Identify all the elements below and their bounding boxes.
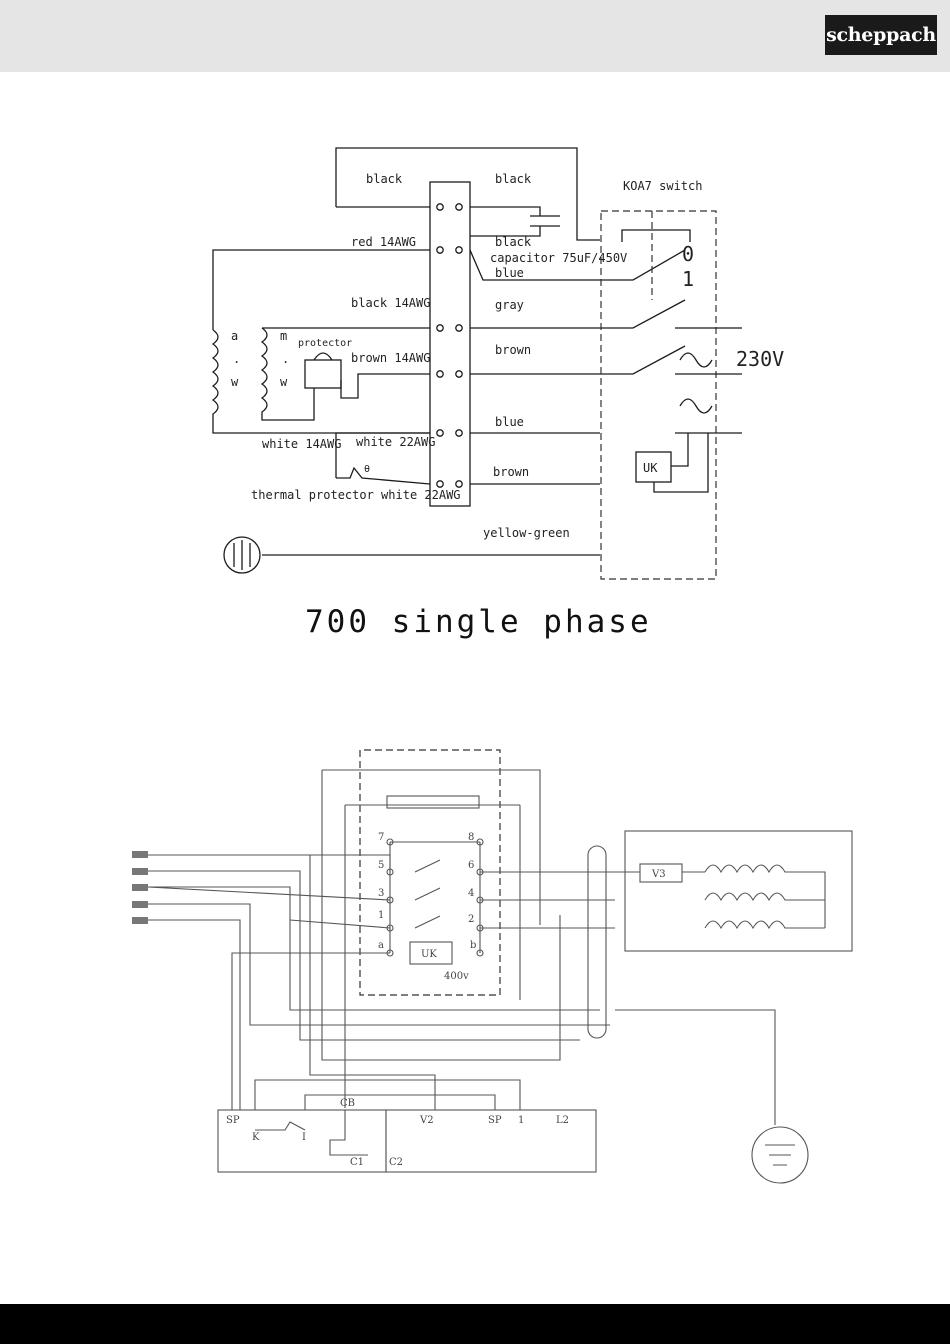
thermal-protector: [336, 468, 430, 484]
term-5: 5: [378, 860, 384, 871]
contact-blades: [415, 860, 440, 928]
label-voltage: 230V: [736, 347, 784, 371]
wire-brown-14awg: [341, 374, 430, 398]
label-winding-aux-dot: .: [282, 352, 289, 366]
label-white-22awg: white 22AWG: [356, 435, 435, 449]
label-v2: V2: [419, 1115, 434, 1126]
ac-symbol-1: [680, 353, 712, 367]
label-400v: 400v: [444, 971, 469, 982]
term-7: 7: [378, 832, 384, 843]
switch-actuator: [622, 230, 690, 242]
label-blue: blue: [495, 415, 524, 429]
term-a: a: [378, 940, 384, 951]
motor-feed-wires: [480, 872, 775, 1125]
label-red-14awg: red 14AWG: [351, 235, 416, 249]
koa7-switch-box: [601, 211, 716, 579]
capacitor-symbol: [530, 216, 560, 226]
terminal-screws: [437, 204, 462, 487]
label-koa7-switch: KOA7 switch: [623, 179, 702, 193]
label-l2: L2: [556, 1115, 569, 1126]
protector-dome: [314, 353, 332, 360]
label-uk-relay: UK: [643, 461, 658, 475]
label-brown: brown: [493, 465, 529, 479]
label-white-14awg: white 14AWG: [262, 437, 341, 451]
outer-loop: [322, 770, 560, 1060]
term-1: 1: [378, 910, 384, 921]
label-winding-w: w: [231, 375, 239, 389]
label-winding-aux-w: w: [280, 375, 288, 389]
k-contact: [255, 1122, 305, 1130]
wire-red-14awg: [213, 250, 430, 330]
label-c1: C1: [350, 1157, 364, 1168]
label-1: 1: [518, 1115, 524, 1126]
label-capacitor: capacitor 75uF/450V: [490, 251, 627, 265]
wire-black-loop: [336, 148, 600, 240]
protector-box: [305, 360, 341, 388]
label-black-right: black: [495, 172, 532, 186]
label-protector: protector: [298, 338, 352, 349]
term-4: 4: [468, 888, 474, 899]
term-2: 2: [468, 914, 474, 925]
diagram-three-phase: 7 5 3 1 a 8 6 4 2 b UK 400v V3 SP K I CB…: [132, 750, 852, 1183]
label-brown-switch: brown: [495, 343, 531, 357]
label-k: K: [252, 1132, 260, 1143]
label-winding-m: m: [280, 329, 287, 343]
label-i: I: [302, 1132, 306, 1143]
switch-input-wires: [148, 855, 390, 1110]
terminal-connector: [588, 846, 606, 1038]
label-sp-left: SP: [226, 1115, 240, 1126]
term-3: 3: [378, 888, 384, 899]
diagram-700-single-phase: black black red 14AWG black capacitor 75…: [213, 148, 784, 640]
label-blue-switch: blue: [495, 266, 524, 280]
term-b: b: [470, 940, 476, 951]
label-uk-relay-2: UK: [421, 949, 437, 960]
label-cb: CB: [340, 1098, 355, 1109]
label-black-14awg: black 14AWG: [351, 296, 430, 310]
diagram-title: 700 single phase: [305, 604, 652, 640]
label-switch-0: 0: [682, 242, 694, 266]
ac-symbol-2: [680, 399, 712, 413]
input-leads: [132, 851, 148, 924]
label-gray: gray: [495, 298, 524, 312]
label-winding-dot: .: [233, 352, 240, 366]
label-switch-1: 1: [682, 267, 694, 291]
label-theta: θ: [364, 464, 370, 475]
label-winding-a: a: [231, 329, 238, 343]
term-8: 8: [468, 832, 474, 843]
label-black-cap: black: [495, 235, 532, 249]
label-yellow-green: yellow-green: [483, 526, 570, 540]
label-c2: C2: [389, 1157, 403, 1168]
mains-lines: [675, 328, 742, 433]
contact-rails: [390, 842, 480, 953]
switch-top-bar: [387, 796, 479, 808]
earth-lines: [765, 1145, 795, 1165]
term-6: 6: [468, 860, 474, 871]
motor-coil-3: [705, 921, 825, 928]
ground-plug-pins: [234, 540, 250, 570]
motor-box: [625, 831, 852, 951]
label-black-left: black: [366, 172, 403, 186]
motor-coil-2: [705, 893, 825, 900]
label-v3: V3: [651, 869, 666, 880]
terminal-block: [430, 182, 470, 506]
control-wiring: [255, 1080, 520, 1155]
wire-cap-top: [470, 207, 540, 216]
label-thermal-protector: thermal protector white 22AWG: [251, 488, 461, 502]
label-brown-14awg: brown 14AWG: [351, 351, 430, 365]
uk-relay-wiring: [654, 433, 708, 492]
label-sp-right: SP: [488, 1115, 502, 1126]
